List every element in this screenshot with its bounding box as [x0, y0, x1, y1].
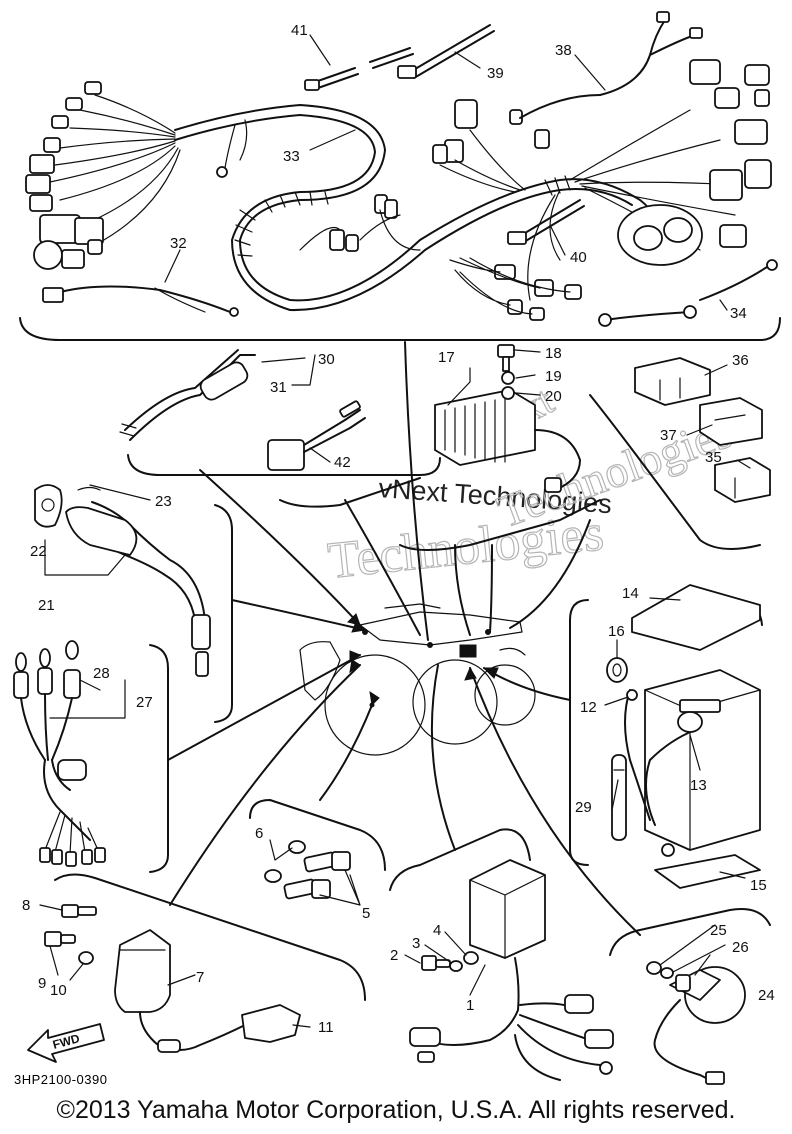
callout-37: 37	[660, 427, 677, 444]
callout-41: 41	[291, 22, 308, 39]
callout-labels: 1 2 3 4 5 6 7 8 9 10 11 12 13 14 15 16 1…	[22, 22, 775, 1036]
wire-harness-33	[25, 59, 772, 321]
battery-pad-15	[654, 854, 761, 889]
callout-10: 10	[50, 982, 67, 999]
callout-15: 15	[750, 877, 767, 894]
washer-6	[264, 840, 306, 883]
cdi-unit-1	[409, 859, 614, 1081]
callout-12: 12	[580, 699, 597, 716]
washer-10	[78, 951, 94, 965]
callout-38: 38	[555, 42, 572, 59]
callout-39: 39	[487, 65, 504, 82]
callout-25: 25	[710, 922, 727, 939]
washer-26	[660, 967, 674, 979]
callout-2: 2	[390, 947, 398, 964]
battery-12	[624, 669, 761, 851]
horn-24	[653, 966, 746, 1085]
cover-35	[714, 457, 771, 503]
washer-19	[501, 371, 515, 385]
callout-30: 30	[318, 351, 335, 368]
lead-13	[645, 711, 703, 857]
callout-40: 40	[570, 249, 587, 266]
rectifier-17	[434, 389, 581, 493]
callout-29: 29	[575, 799, 592, 816]
callout-32: 32	[170, 235, 187, 252]
washer-3	[449, 960, 463, 972]
bolt-18	[497, 344, 515, 372]
switch-30-31	[119, 349, 256, 441]
bolt-8	[61, 904, 97, 918]
fwd-arrow: FWD	[27, 1023, 105, 1063]
leader-lines	[167, 341, 641, 936]
copyright-footer: ©2013 Yamaha Motor Corporation, U.S.A. A…	[56, 1096, 736, 1124]
callout-28: 28	[93, 665, 110, 682]
callout-21: 21	[38, 597, 55, 614]
callout-36: 36	[732, 352, 749, 369]
damper-16	[606, 657, 628, 683]
cover-37	[699, 397, 763, 446]
callout-17: 17	[438, 349, 455, 366]
callout-9: 9	[38, 975, 46, 992]
lead-38	[519, 11, 703, 119]
callout-27: 27	[136, 694, 153, 711]
callout-42: 42	[334, 454, 351, 471]
band-40	[507, 199, 585, 245]
lead-wire-32	[42, 285, 239, 317]
washer-4	[463, 951, 479, 965]
callout-leaders	[39, 34, 751, 1028]
battery-cover-14	[631, 584, 761, 651]
callout-19: 19	[545, 368, 562, 385]
callout-8: 8	[22, 897, 30, 914]
callout-26: 26	[732, 939, 749, 956]
relay-42	[267, 400, 366, 471]
section-brackets	[19, 317, 781, 1001]
callout-35: 35	[705, 449, 722, 466]
callout-31: 31	[270, 379, 287, 396]
bolt-5	[283, 851, 351, 900]
callout-6: 6	[255, 825, 263, 842]
socket-assy-27	[13, 640, 106, 867]
nut-25	[646, 961, 662, 975]
bolt-9	[44, 931, 76, 947]
washer-20	[501, 386, 515, 400]
pin-41	[304, 47, 414, 91]
callout-18: 18	[545, 345, 562, 362]
callout-5: 5	[362, 905, 370, 922]
band-39	[397, 24, 495, 79]
callout-23: 23	[155, 493, 172, 510]
callout-33: 33	[283, 148, 300, 165]
callout-7: 7	[196, 969, 204, 986]
callout-1: 1	[466, 997, 474, 1014]
callout-3: 3	[412, 935, 420, 952]
frame-outline	[299, 603, 536, 756]
callout-20: 20	[545, 388, 562, 405]
callout-34: 34	[730, 305, 747, 322]
callout-11: 11	[318, 1019, 334, 1036]
ground-lead-34	[598, 259, 778, 327]
callout-16: 16	[608, 623, 625, 640]
callout-22: 22	[30, 543, 47, 560]
callout-4: 4	[433, 922, 441, 939]
switch-assy-21	[34, 484, 211, 677]
bolt-2	[421, 955, 451, 971]
diagram-code: 3HP2100-0390	[14, 1072, 108, 1087]
callout-14: 14	[622, 585, 639, 602]
callout-13: 13	[690, 777, 707, 794]
cover-36	[634, 357, 711, 406]
breather-pipe-29	[611, 754, 627, 841]
ignition-coil-7	[114, 929, 301, 1053]
leader-arrowheads	[347, 613, 499, 707]
callout-24: 24	[758, 987, 775, 1004]
svg-text:FWD: FWD	[51, 1031, 81, 1052]
